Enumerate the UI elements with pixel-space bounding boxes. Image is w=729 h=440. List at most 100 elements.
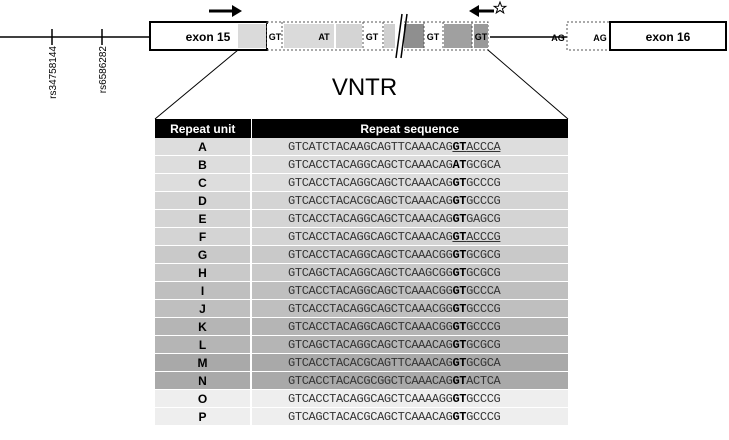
splice-label-1: GT <box>269 32 282 42</box>
exon-16-box <box>609 21 727 51</box>
sequence-splice-site: GT <box>452 193 467 208</box>
repeat-unit-cell: J <box>155 299 252 318</box>
sequence-suffix: GCCCG <box>466 409 501 424</box>
repeat-sequence-cell: GTCACCTACAGGCAGCTCAAACGGGTGCGCG <box>251 245 568 264</box>
sequence-suffix: ACCCG <box>466 229 501 244</box>
vntr-seg-7 <box>474 24 488 48</box>
acceptor-label-outer: AG <box>551 33 565 43</box>
sequence-splice-site: AT <box>452 157 467 172</box>
fluorescent-label-star-icon <box>492 0 508 15</box>
sequence-suffix: GCCCG <box>466 193 501 208</box>
repeat-unit-cell: M <box>155 353 252 372</box>
repeat-sequence-cell: GTCAGCTACAGGCAGCTCAAACAGGTGCGCG <box>251 335 568 354</box>
sequence-prefix: GTCAGCTACAGGCAGCTCAAGCGG <box>288 265 453 280</box>
sequence-suffix: ACTCA <box>466 373 501 388</box>
sequence-prefix: GTCACCTACAGGCAGCTCAAACGG <box>288 283 453 298</box>
repeat-unit-cell: A <box>155 138 252 156</box>
repeat-unit-cell: L <box>155 335 252 354</box>
repeat-unit-cell: B <box>155 155 252 174</box>
repeat-unit-cell: H <box>155 263 252 282</box>
exon-16-label: exon 16 <box>646 30 691 44</box>
break-mark-icon <box>395 13 408 59</box>
sequence-splice-site: GT <box>452 283 467 298</box>
repeat-unit-cell: P <box>155 407 252 426</box>
sequence-splice-site: GT <box>452 247 467 262</box>
sequence-splice-site: GT <box>452 373 467 388</box>
sequence-splice-site: GT <box>452 229 467 244</box>
sequence-suffix: GCCCG <box>466 319 501 334</box>
repeat-sequence-cell: GTCACCTACACGCGGCTCAAACAGGTACTCA <box>251 371 568 390</box>
sequence-splice-site: GT <box>452 355 467 370</box>
splice-label-2: AT <box>318 32 330 42</box>
sequence-prefix: GTCACCTACAGGCAGCTCAAACAG <box>288 211 453 226</box>
vntr-title: VNTR <box>331 74 398 101</box>
sequence-suffix: GCGCG <box>466 247 501 262</box>
splice-label-4: GT <box>427 32 440 42</box>
sequence-suffix: GCCCA <box>466 283 501 298</box>
repeat-sequence-cell: GTCATCTACAAGCAGTTCAAACAGGTACCCA <box>251 138 568 156</box>
sequence-suffix: GCCCG <box>466 175 501 190</box>
sequence-prefix: GTCATCTACAAGCAGTTCAAACAG <box>288 139 453 154</box>
sequence-suffix: GCGCA <box>466 355 501 370</box>
sequence-suffix: GCGCG <box>466 337 501 352</box>
repeat-unit-cell: K <box>155 317 252 336</box>
sequence-splice-site: GT <box>452 139 467 154</box>
snp-label-2: rs6586282 <box>98 46 109 94</box>
sequence-prefix: GTCAGCTACACGCAGCTCAAACAG <box>288 409 453 424</box>
table-header-row: Repeat unit Repeat sequence <box>155 119 568 138</box>
underlined-segment: GTACCCG <box>452 230 500 244</box>
repeat-sequence-cell: GTCAGCTACACGCAGCTCAAACAGGTGCCCG <box>251 407 568 426</box>
sequence-prefix: GTCACCTACAGGCAGCTCAAACAG <box>288 157 453 172</box>
vntr-seg-6 <box>444 24 472 48</box>
repeat-sequence-cell: GTCACCTACAGGCAGCTCAAACAGGTACCCG <box>251 227 568 246</box>
sequence-splice-site: GT <box>452 337 467 352</box>
underlined-segment: GTACCCA <box>452 140 500 154</box>
vntr-seg-4 <box>384 24 396 48</box>
sequence-splice-site: GT <box>452 265 467 280</box>
repeat-sequence-cell: GTCACCTACACGCAGCTCAAACAGGTGCCCG <box>251 191 568 210</box>
repeat-sequence-cell: GTCACCTACAGGCAGCTCAAACAGGTGCCCG <box>251 173 568 192</box>
exon-16-intronic-dotted <box>566 21 612 51</box>
repeat-sequence-cell: GTCACCTACAGGCAGCTCAAACGGGTGCCCG <box>251 299 568 318</box>
exon-15-light-segment <box>238 24 266 48</box>
repeat-unit-cell: G <box>155 245 252 264</box>
sequence-suffix: GCCCG <box>466 391 501 406</box>
table-row: M GTCACCTACACGCAGTTCAAACAGGTGCGCA <box>155 353 568 372</box>
vntr-seg-1 <box>267 24 281 48</box>
forward-primer-arrow-icon <box>209 5 242 17</box>
sequence-splice-site: GT <box>452 391 467 406</box>
repeat-sequence-cell: GTCACCTACAGGCAGCTCAAACGGGTGCCCG <box>251 317 568 336</box>
zoom-line-right <box>487 49 569 120</box>
repeat-unit-cell: C <box>155 173 252 192</box>
sequence-prefix: GTCACCTACACGCAGTTCAAACAG <box>288 355 453 370</box>
sequence-prefix: GTCACCTACAGGCAGCTCAAACGG <box>288 301 453 316</box>
sequence-prefix: GTCACCTACACGCAGCTCAAACAG <box>288 193 453 208</box>
gene-diagram: rs34758144 rs6586282 exon 15 <box>0 0 727 120</box>
vntr-seg-2 <box>284 24 334 48</box>
vntr-seg-5 <box>404 24 424 48</box>
splice-label-3: GT <box>366 32 379 42</box>
acceptor-label-inner: AG <box>593 33 607 43</box>
sequence-splice-site: GT <box>452 211 467 226</box>
splice-label-5: GT <box>475 32 488 42</box>
header-repeat-sequence: Repeat sequence <box>251 119 568 138</box>
sequence-prefix: GTCACCTACACGCGGCTCAAACAG <box>288 373 453 388</box>
sequence-suffix: GCGCG <box>466 265 501 280</box>
sequence-splice-site: GT <box>452 409 467 424</box>
sequence-splice-site: GT <box>452 175 467 190</box>
repeat-sequence-cell: GTCAGCTACAGGCAGCTCAAGCGGGTGCGCG <box>251 263 568 282</box>
sequence-prefix: GTCACCTACAGGCAGCTCAAACAG <box>288 229 453 244</box>
